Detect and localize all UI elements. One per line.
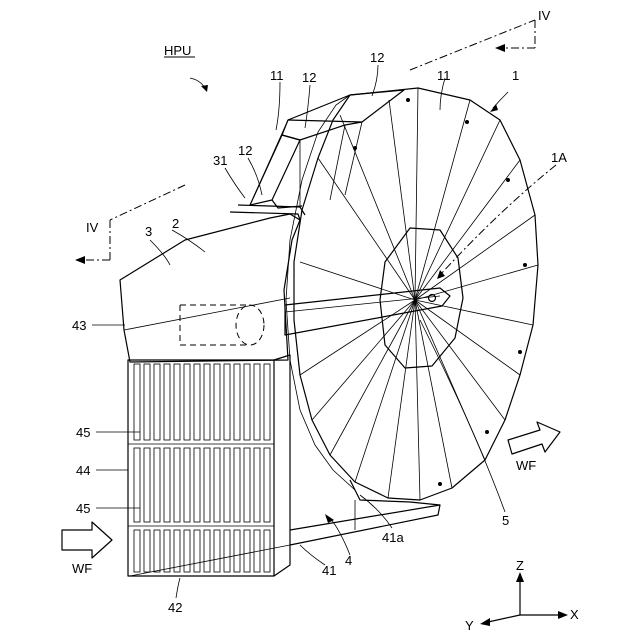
grille-slot <box>204 448 210 522</box>
label-section-top: IV <box>538 8 551 23</box>
label-ref-45b: 45 <box>76 501 90 516</box>
grille-slot <box>204 364 210 440</box>
grille-slot <box>254 448 260 522</box>
label-ref-41a: 41a <box>382 530 404 545</box>
grille-slot <box>214 364 220 440</box>
section-lines <box>75 20 535 264</box>
label-hpu: HPU <box>164 43 191 58</box>
label-ref-45a: 45 <box>76 425 90 440</box>
label-ref-11a: 11 <box>270 68 284 83</box>
label-ref-1a: 1A <box>551 150 567 165</box>
leader-lines <box>92 65 556 598</box>
grille-slot <box>134 530 140 572</box>
label-ref-42: 42 <box>168 600 182 615</box>
grille-slot <box>154 364 160 440</box>
grille-slot <box>144 364 150 440</box>
label-ref-11b: 11 <box>437 68 451 83</box>
label-ref-43: 43 <box>72 318 86 333</box>
wf-arrow-right <box>508 422 560 454</box>
label-ref-12b: 12 <box>370 50 384 65</box>
grille-slot <box>164 530 170 572</box>
grille-slot <box>194 448 200 522</box>
coordinate-axes <box>480 572 568 626</box>
label-ref-5: 5 <box>502 513 509 528</box>
grille-slot <box>234 530 240 572</box>
grille-slot <box>174 448 180 522</box>
grille-slot <box>254 364 260 440</box>
grille-slot <box>234 364 240 440</box>
grille-slot <box>224 448 230 522</box>
rotor-wheel <box>286 88 538 500</box>
label-axis-z: Z <box>516 558 524 573</box>
grille-slot <box>224 364 230 440</box>
label-axis-x: X <box>570 607 579 622</box>
grille-slot <box>194 364 200 440</box>
label-ref-44: 44 <box>76 463 90 478</box>
grille-slot <box>174 364 180 440</box>
grille-slot <box>154 448 160 522</box>
label-wf-right: WF <box>516 458 536 473</box>
grille-slot <box>144 530 150 572</box>
grille-slot <box>264 448 270 522</box>
grille-slot <box>234 448 240 522</box>
duct-frames <box>250 90 404 208</box>
grille-slot <box>244 448 250 522</box>
grille-slot <box>144 448 150 522</box>
grille-slot <box>214 530 220 572</box>
label-section-left: IV <box>86 220 99 235</box>
label-ref-1: 1 <box>512 68 519 83</box>
grille-slot <box>184 364 190 440</box>
grille-slot <box>154 530 160 572</box>
grille-slot <box>174 530 180 572</box>
grille-slot <box>214 448 220 522</box>
label-ref-41: 41 <box>322 563 336 578</box>
grille-slot <box>164 448 170 522</box>
label-ref-4: 4 <box>345 553 352 568</box>
grille-slot <box>264 530 270 572</box>
grille-slot <box>184 448 190 522</box>
grille-slots <box>134 364 270 572</box>
label-ref-31: 31 <box>213 153 227 168</box>
louver-panel <box>128 355 290 576</box>
label-wf-left: WF <box>72 561 92 576</box>
grille-slot <box>244 530 250 572</box>
axle-arm <box>285 288 450 335</box>
grille-slot <box>264 364 270 440</box>
label-ref-12a: 12 <box>302 70 316 85</box>
grille-slot <box>164 364 170 440</box>
grille-slot <box>244 364 250 440</box>
grille-slot <box>224 530 230 572</box>
label-ref-3: 3 <box>145 224 152 239</box>
grille-slot <box>204 530 210 572</box>
grille-slot <box>134 448 140 522</box>
rotor-spokes <box>300 88 538 500</box>
label-axis-y: Y <box>465 618 474 633</box>
label-ref-12c: 12 <box>238 143 252 158</box>
label-ref-2: 2 <box>172 216 179 231</box>
grille-slot <box>194 530 200 572</box>
grille-slot <box>134 364 140 440</box>
wf-arrow-left <box>62 522 112 558</box>
